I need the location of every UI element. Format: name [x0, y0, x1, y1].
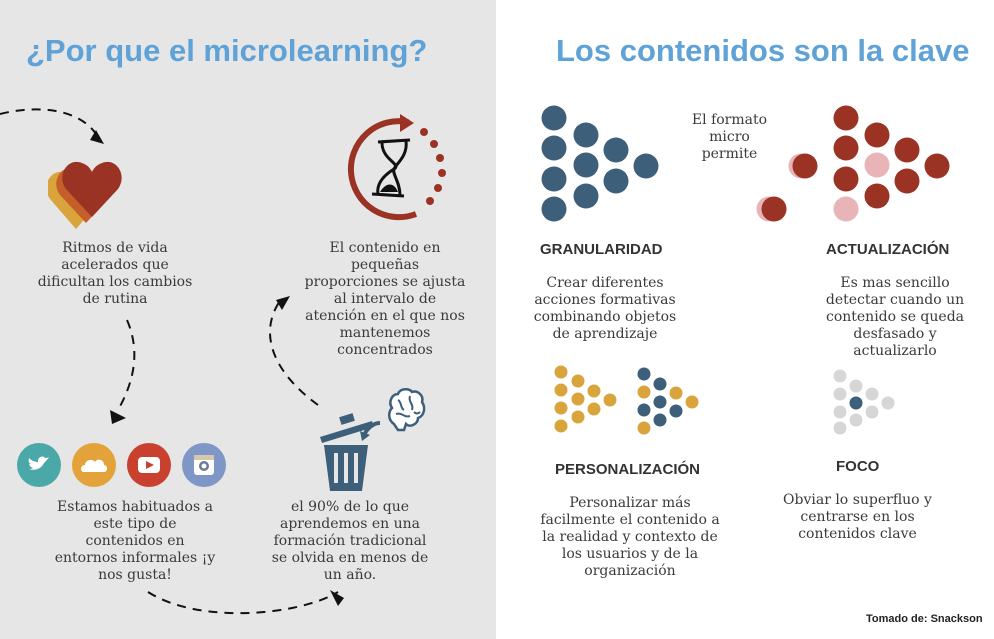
youtube-icon: [127, 443, 171, 487]
heart-icon: [48, 161, 122, 229]
social-text: Estamos habituados a este tipo de conten…: [54, 499, 216, 583]
trash-icon: [320, 413, 381, 491]
hourglass-text: El contenido en pequeñas proporciones se…: [304, 240, 466, 358]
actualizacion-text: Es mas sencillo detectar cuando un conte…: [825, 275, 965, 359]
instagram-icon: [182, 443, 226, 487]
trash-text: el 90% de lo que aprendemos en una forma…: [271, 499, 429, 583]
actualizacion-heading: ACTUALIZACIÓN: [826, 241, 950, 258]
actualizacion-icon: [756, 105, 950, 222]
granularidad-icon: [541, 105, 659, 222]
left-panel: [0, 0, 496, 639]
heart-text: Ritmos de vida acelerados que dificultan…: [37, 240, 193, 307]
foco-heading: FOCO: [836, 458, 880, 475]
hourglass-icon: [347, 114, 446, 221]
right-title: Los contenidos son la clave: [556, 33, 970, 68]
granularidad-heading: GRANULARIDAD: [540, 241, 663, 258]
left-title: ¿Por que el microlearning?: [26, 33, 428, 68]
personalizacion-heading: PERSONALIZACIÓN: [555, 461, 701, 478]
personalizacion-icon: [554, 365, 699, 435]
center-text: El formato micro permite: [691, 112, 768, 162]
foco-icon: [833, 369, 895, 435]
twitter-icon: [17, 443, 61, 487]
personalizacion-text: Personalizar más facilmente el contenido…: [540, 495, 720, 579]
credit: Tomado de: Snackson: [866, 613, 983, 625]
foco-text: Obviar lo superfluo y centrarse en los c…: [783, 492, 932, 542]
granularidad-text: Crear diferentes acciones formativas com…: [533, 275, 677, 342]
brain-icon: [388, 388, 426, 432]
cloud-icon: [72, 443, 116, 487]
